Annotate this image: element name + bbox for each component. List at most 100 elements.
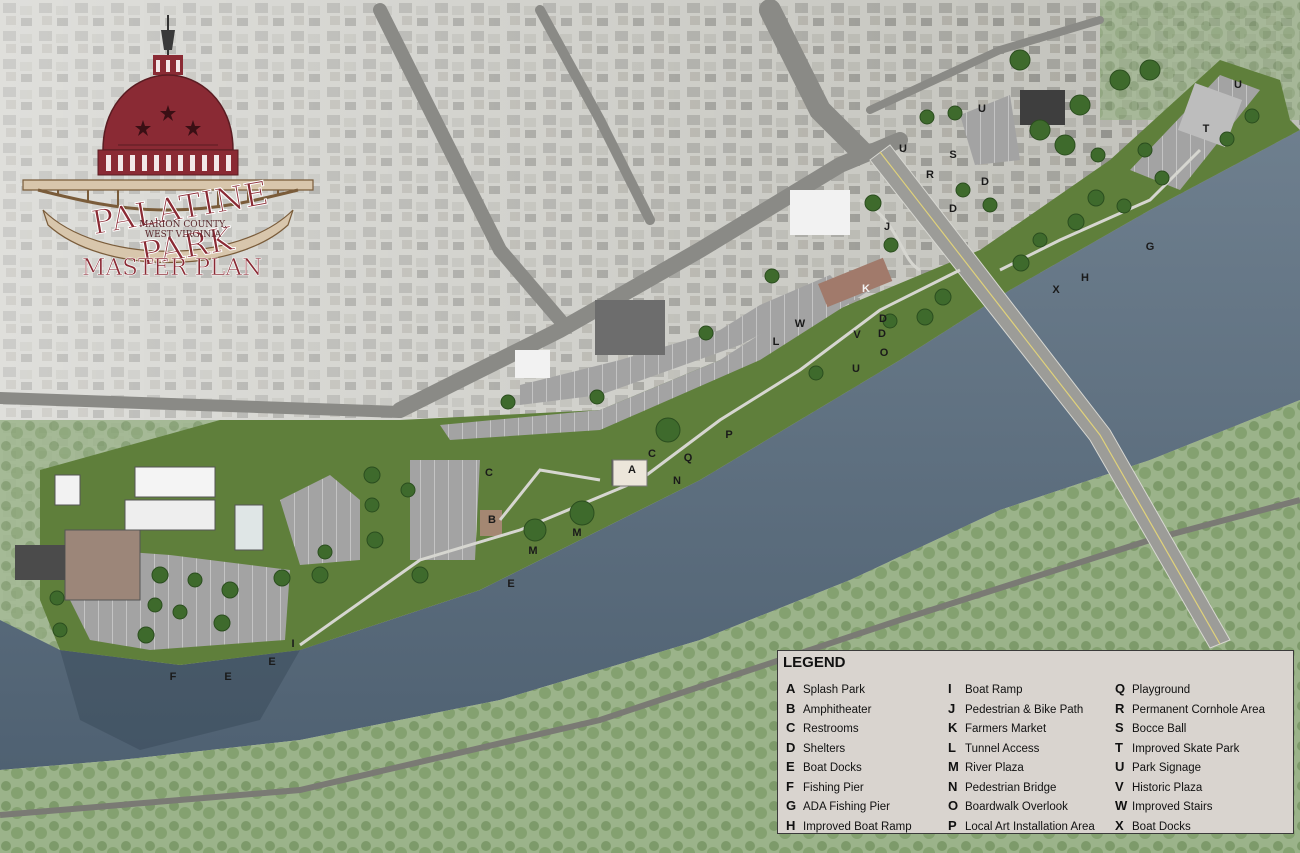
streets	[0, 0, 1104, 418]
legend-item: J Pedestrian & Bike Path	[948, 699, 1095, 719]
map-marker-u: U	[852, 363, 860, 375]
legend-key: J	[948, 700, 956, 716]
river	[0, 130, 1300, 770]
legend-item: G ADA Fishing Pier	[786, 796, 912, 816]
legend-key: V	[1115, 778, 1124, 794]
map-marker-a: A	[628, 464, 636, 476]
map-marker-m: M	[528, 545, 537, 557]
legend-item: E Boat Docks	[786, 757, 912, 777]
legend-label: River Plaza	[965, 762, 1024, 774]
legend-key: A	[786, 681, 796, 696]
legend-key: F	[786, 778, 794, 794]
legend-label: Boardwalk Overlook	[965, 801, 1068, 813]
map-marker-n: N	[673, 475, 681, 487]
legend-key: O	[948, 798, 959, 813]
legend-key: H	[786, 817, 796, 833]
legend-key: C	[786, 720, 796, 735]
legend-key: P	[948, 817, 957, 833]
park-buildings	[15, 82, 1243, 601]
legend-label: Local Art Installation Area	[965, 820, 1095, 833]
walking-paths	[299, 148, 1202, 647]
legend-key: B	[786, 700, 796, 716]
legend-label: Boat Docks	[1132, 820, 1191, 833]
map-marker-e: E	[224, 671, 231, 683]
legend-key: K	[948, 720, 958, 735]
map-marker-e: E	[507, 578, 514, 590]
legend-item: P Local Art Installation Area	[948, 816, 1095, 836]
legend-label: Pedestrian Bridge	[965, 781, 1057, 794]
legend-label: Historic Plaza	[1132, 781, 1203, 794]
legend-label: Boat Ramp	[965, 684, 1023, 696]
legend-label: Amphitheater	[803, 703, 872, 716]
map-marker-u: U	[978, 103, 986, 115]
map-marker-d: D	[949, 203, 957, 215]
legend-label: Boat Docks	[803, 762, 862, 774]
state-name: WEST VIRGINIA	[144, 230, 222, 240]
legend-label: Shelters	[803, 742, 846, 755]
park-logo: PALATINE PARK MARION COUNTY, WEST VIRGIN…	[18, 10, 318, 300]
map-marker-e: E	[268, 656, 275, 668]
map-marker-s: S	[949, 149, 956, 161]
park-trees	[49, 49, 1260, 644]
county-name: MARION COUNTY,	[139, 220, 227, 230]
map-marker-p: P	[725, 429, 732, 441]
legend-label: Permanent Cornhole Area	[1132, 703, 1265, 716]
legend-key: E	[786, 759, 795, 774]
legend-label: ADA Fishing Pier	[803, 801, 890, 813]
capitol-dome-emblem	[22, 15, 314, 263]
county-state: MARION COUNTY, WEST VIRGINIA	[128, 220, 238, 240]
legend-label: Playground	[1132, 684, 1191, 696]
legend-label: Park Signage	[1132, 762, 1202, 774]
map-marker-h: H	[1081, 272, 1089, 284]
map-marker-d: D	[879, 313, 887, 325]
map-marker-g: G	[1146, 241, 1155, 253]
legend-key: L	[948, 739, 956, 755]
splash-park-plaza	[612, 459, 648, 487]
map-marker-r: R	[926, 169, 934, 181]
legend-column-2: I Boat Ramp J Pedestrian & Bike Path K Farm…	[948, 679, 1095, 835]
map-marker-d: D	[981, 176, 989, 188]
legend-label: Improved Skate Park	[1132, 742, 1240, 755]
legend-item: O Boardwalk Overlook	[948, 796, 1095, 816]
map-marker-w: W	[795, 318, 806, 330]
legend-label: Farmers Market	[965, 723, 1047, 735]
legend-item: N Pedestrian Bridge	[948, 777, 1095, 797]
map-marker-q: Q	[684, 452, 693, 464]
legend-key: I	[948, 681, 952, 696]
legend-title: LEGEND	[783, 654, 846, 671]
legend-key: R	[1115, 700, 1125, 716]
legend-item: C Restrooms	[786, 718, 912, 738]
legend-label: Bocce Ball	[1132, 723, 1187, 735]
legend-key: N	[948, 778, 958, 794]
legend-label: Improved Stairs	[1132, 801, 1213, 813]
legend-key: U	[1115, 759, 1125, 774]
bridge-center-line	[879, 151, 1221, 645]
map-marker-i: I	[291, 638, 294, 650]
legend-item: V Historic Plaza	[1115, 777, 1265, 797]
map-marker-u: U	[899, 143, 907, 155]
map-marker-j: J	[884, 221, 890, 233]
legend-label: Pedestrian & Bike Path	[965, 703, 1084, 716]
river-shadow	[60, 650, 300, 750]
map-marker-t: T	[1203, 123, 1210, 135]
railroad	[0, 497, 1300, 818]
legend-key: G	[786, 798, 797, 813]
legend-label: Restrooms	[803, 723, 859, 735]
map-marker-b: B	[488, 514, 496, 526]
legend-item: K Farmers Market	[948, 718, 1095, 738]
map-marker-c: C	[485, 467, 493, 479]
map-marker-x: X	[1052, 284, 1060, 296]
